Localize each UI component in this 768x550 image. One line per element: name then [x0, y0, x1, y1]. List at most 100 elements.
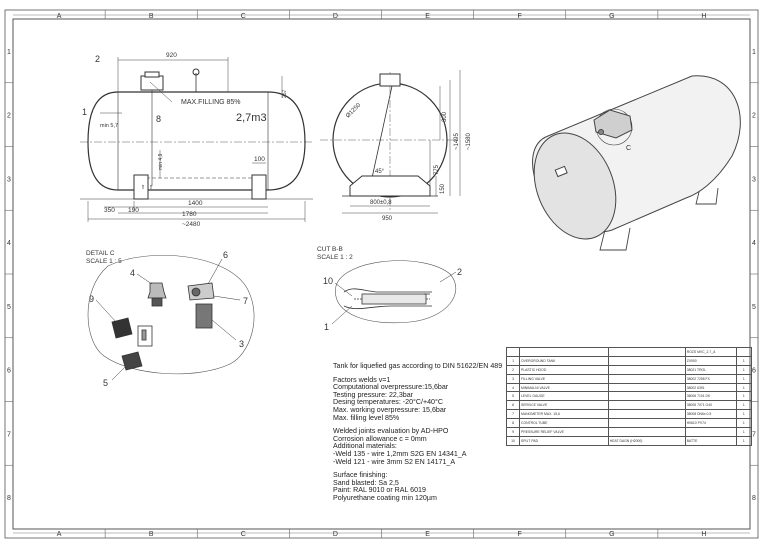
notes-weld-121: -Weld 121 - wire 3mm S2 EN 14171_A	[333, 457, 456, 466]
iso-detail-label: C	[626, 145, 631, 152]
split-pad	[361, 293, 427, 305]
side-view-labels: 920 ~2480 1780 1400 350 190 100 257 min …	[82, 52, 288, 228]
dim-angle: 45°	[375, 169, 385, 175]
bom-cell-mid	[607, 364, 686, 375]
cut-bb-title: CUT B-B	[317, 246, 343, 253]
notes-working: Max. working overpressure: 15,6bar	[333, 405, 447, 414]
right-support	[251, 174, 267, 200]
bom-cell-no: 3	[505, 373, 521, 384]
cut-bb-scale: SCALE 1 : 2	[317, 254, 353, 261]
side-view	[80, 68, 313, 200]
detail-c: DETAIL C SCALE 1 : 5 4 6 9 7 3 5	[86, 250, 255, 388]
zone-col-bottom-B: B	[149, 531, 154, 538]
dim-257: 257	[282, 89, 288, 98]
zone-col-bottom-H: H	[701, 531, 706, 538]
detail-c-item-3: 3	[239, 339, 244, 349]
bom-cell-qty: 1	[735, 435, 753, 446]
zone-col-top-D: D	[333, 13, 338, 20]
tube-lower	[343, 305, 432, 310]
bom-cell-name: PLASTIC HOOD	[519, 364, 609, 375]
dim-weld-gap: min 5,7	[100, 123, 118, 129]
isometric-view	[532, 75, 741, 251]
zone-row-left-5: 5	[7, 304, 11, 311]
dim-150: 150	[440, 183, 446, 194]
dim-300: 300	[442, 111, 448, 122]
cut-bb: CUT B-B SCALE 1 : 2 10 2 1	[317, 246, 462, 332]
bom-cell-code: 38006 7101 DK	[684, 391, 737, 402]
dim-1495: ~1495	[454, 132, 460, 150]
iso-tank-head	[533, 132, 617, 240]
zone-row-right-6: 6	[752, 368, 756, 375]
detail-c-outline	[87, 255, 255, 375]
tube-upper	[343, 288, 432, 293]
iso-nameplate	[554, 165, 568, 178]
dim-1580: ~1580	[466, 132, 472, 150]
bom-cell-code: 38002 7258 FX	[684, 373, 737, 384]
notes-corrosion: Corrosion allowance c = 0mm	[333, 434, 427, 443]
zone-col-bottom-A: A	[57, 531, 62, 538]
dim-775: 775	[434, 164, 440, 175]
detail-c-item-5: 5	[103, 378, 108, 388]
dip-tube-end	[371, 85, 393, 179]
zone-row-right-1: 1	[752, 49, 756, 56]
dim-2480: ~2480	[182, 221, 201, 228]
zone-row-left-6: 6	[7, 368, 11, 375]
notes-factor: Factors welds v=1	[333, 375, 391, 384]
fitting-3	[195, 303, 213, 329]
notes-testing: Testing pressure: 22,3bar	[333, 390, 414, 399]
dim-920: 920	[166, 52, 177, 59]
notes-weld-135: -Weld 135 - wire 1,2mm S2G EN 14341_A	[333, 449, 467, 458]
zone-row-right-7: 7	[752, 431, 756, 438]
detail-c-item-6: 6	[223, 250, 228, 260]
zone-row-left-2: 2	[7, 113, 11, 120]
bom-cell-qty: 1	[735, 382, 753, 393]
item-callout-8: 8	[156, 114, 161, 124]
bom-cell-qty: 1	[735, 418, 753, 429]
item-callout-2: 2	[95, 54, 100, 64]
zone-col-bottom-F: F	[518, 531, 522, 538]
notes-finishing: Surface finishing:	[333, 471, 388, 480]
bom-cell-mid: HEAT DAGN (H2000)	[607, 435, 686, 446]
zone-row-right-5: 5	[752, 304, 756, 311]
bom-cell-no: 2	[505, 364, 521, 375]
zone-col-bottom-G: G	[609, 531, 614, 538]
bom-cell-code: 38002 6391	[684, 382, 737, 393]
fitting-4	[147, 282, 167, 299]
detail-c-scale: SCALE 1 : 5	[86, 258, 122, 265]
notes-weld-eval: Welded joints evaluation by AD-HPO	[333, 427, 449, 436]
dim-min-level: min 4,9	[158, 153, 164, 170]
iso-support-right	[695, 187, 719, 205]
cut-bb-item-1: 1	[324, 322, 329, 332]
zone-row-right-2: 2	[752, 113, 756, 120]
bom-cell-name: MINIMALNI VALVE	[519, 382, 609, 393]
hood-side	[140, 75, 164, 91]
zone-col-top-F: F	[518, 13, 522, 20]
cut-bb-outline	[335, 260, 456, 324]
technical-notes: Tank for liquefied gas according to DIN …	[333, 362, 523, 503]
cut-bb-item-2: 2	[457, 267, 462, 277]
bom-cell-code: H0610 PV74	[684, 418, 737, 429]
bom-cell-qty: 1	[735, 409, 753, 420]
cut-bb-item-10: 10	[323, 276, 333, 286]
bom-cell-no: 8	[505, 418, 521, 429]
notes-coating: Polyurethane coating min 120µm	[333, 493, 437, 502]
bom-cell-name: LEVEL GAUGE	[519, 391, 609, 402]
bom-cell-name: SERVICE VALVE	[519, 400, 609, 411]
zone-col-top-G: G	[609, 13, 614, 20]
bom-cell-code: ZX900	[684, 355, 737, 366]
zone-row-left-1: 1	[7, 49, 11, 56]
bom-cell-name: CONTROL TUBE	[519, 418, 609, 429]
dim-350: 350	[104, 207, 115, 214]
zone-row-left-4: 4	[7, 240, 11, 247]
end-support	[349, 175, 431, 197]
bom-cell-mid	[607, 391, 686, 402]
zone-col-bottom-C: C	[241, 531, 246, 538]
